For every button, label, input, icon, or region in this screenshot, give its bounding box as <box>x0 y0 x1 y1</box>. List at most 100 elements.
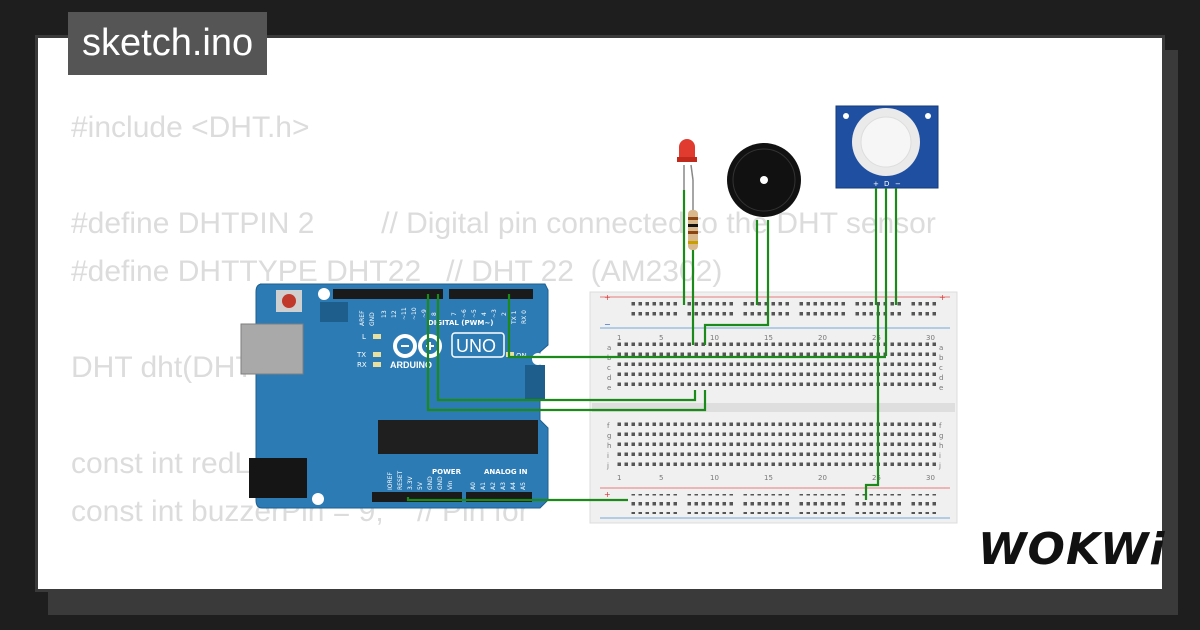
pin-label-gnd: GND <box>437 476 444 490</box>
svg-text:1: 1 <box>617 334 621 342</box>
code-line: #define DHTTYPE DHT22 // DHT 22 (AM2302) <box>71 255 723 288</box>
svg-text:i: i <box>607 452 609 460</box>
pin-label-aref: AREF <box>359 310 366 326</box>
svg-text:25: 25 <box>872 474 881 482</box>
pin-label-10: ~10 <box>411 307 418 320</box>
pin-label-8: 8 <box>431 312 438 316</box>
rail-plus-label: + <box>939 293 946 302</box>
wokwi-logo: WOKWi <box>978 524 1166 575</box>
svg-text:25: 25 <box>872 334 881 342</box>
pin-label-a3: A3 <box>500 482 507 490</box>
svg-text:d: d <box>607 374 611 382</box>
buzzer[interactable] <box>727 143 801 217</box>
svg-text:e: e <box>939 384 943 392</box>
rail-plus-label: + <box>604 490 611 499</box>
svg-text:c: c <box>939 364 943 372</box>
pin-label-vin: Vin <box>447 480 454 490</box>
pin-label-7: 7 <box>451 312 458 316</box>
svg-text:30: 30 <box>926 474 935 482</box>
arduino-uno-board[interactable]: AREF GND 13 12 ~11 ~10 ~9 8 7 ~6 ~5 4 ~3… <box>240 283 549 509</box>
pin-label-3v3: 3.3V <box>407 475 414 490</box>
board-model-label: UNO <box>456 336 496 356</box>
usb-port <box>240 323 304 375</box>
svg-text:h: h <box>607 442 611 450</box>
code-preview: #include <DHT.h> #define DHTPIN 2 // Dig… <box>71 104 936 589</box>
pin-label-6: ~6 <box>461 309 468 318</box>
resistor[interactable] <box>688 180 698 250</box>
code-line: #define DHTPIN 2 // Digital pin connecte… <box>71 207 936 240</box>
svg-text:f: f <box>939 422 942 430</box>
pin-label-a2: A2 <box>490 482 497 490</box>
pin-label-2: 2 <box>501 312 508 316</box>
column-labels-bottom: 1 5 10 15 20 25 30 <box>617 474 935 482</box>
digital-header-low <box>449 289 533 299</box>
svg-text:a: a <box>939 344 943 352</box>
column-labels-top: 1 5 10 15 20 25 30 <box>617 334 935 342</box>
pin-label-13: 13 <box>381 310 388 318</box>
code-line: #include <DHT.h> <box>71 111 310 144</box>
pin-label-4: 4 <box>481 312 488 316</box>
pin-label-a0: A0 <box>470 482 477 490</box>
led-label-l: L <box>362 333 366 341</box>
wires <box>406 188 898 502</box>
svg-text:5: 5 <box>659 334 663 342</box>
pin-label-3: ~3 <box>491 309 498 318</box>
svg-text:b: b <box>939 354 944 362</box>
svg-text:10: 10 <box>710 474 719 482</box>
board-brand-label: ARDUINO <box>390 360 432 370</box>
svg-text:10: 10 <box>710 334 719 342</box>
svg-text:g: g <box>607 432 611 440</box>
rail-minus-label: − <box>604 320 611 329</box>
led-label-tx: TX <box>356 351 366 359</box>
red-led[interactable] <box>677 139 697 190</box>
sketch-title[interactable]: sketch.ino <box>68 12 268 75</box>
rail-plus-label: + <box>604 293 611 302</box>
pin-label-5v: 5V <box>417 481 424 490</box>
digital-pwm-label: DIGITAL (PWM~) <box>428 319 493 327</box>
svg-text:5: 5 <box>659 474 663 482</box>
digital-header-high <box>333 289 443 299</box>
pin-label-reset: RESET <box>397 470 404 490</box>
svg-text:30: 30 <box>926 334 935 342</box>
pir-motion-sensor[interactable]: + D − <box>835 105 939 189</box>
svg-text:c: c <box>607 364 611 372</box>
svg-text:j: j <box>938 462 941 470</box>
pin-label-a5: A5 <box>520 482 527 490</box>
svg-text:i: i <box>939 452 941 460</box>
pin-label-a1: A1 <box>480 482 487 490</box>
svg-text:g: g <box>939 432 943 440</box>
power-header <box>372 492 462 502</box>
svg-text:20: 20 <box>818 334 827 342</box>
svg-text:a: a <box>607 344 611 352</box>
pin-label-rx: RX 0 <box>521 310 528 324</box>
svg-text:j: j <box>606 462 609 470</box>
row-labels: a b c d e a b c d e f g h i j f g h i j <box>606 344 944 470</box>
pir-pin-vcc: + <box>873 180 879 188</box>
svg-text:d: d <box>939 374 943 382</box>
arduino-logo-icon <box>393 334 442 358</box>
svg-text:15: 15 <box>764 474 773 482</box>
svg-text:h: h <box>939 442 943 450</box>
pin-label-gnd: GND <box>369 312 376 326</box>
power-jack <box>249 458 307 498</box>
pin-label-a4: A4 <box>510 482 517 490</box>
pin-label-gnd: GND <box>427 476 434 490</box>
analog-header <box>466 492 532 502</box>
svg-text:15: 15 <box>764 334 773 342</box>
reset-button[interactable] <box>282 294 296 308</box>
pin-label-9: ~9 <box>421 309 428 318</box>
pin-label-ioref: IOREF <box>387 472 394 490</box>
svg-text:e: e <box>607 384 611 392</box>
pir-pin-data: D <box>884 180 889 188</box>
power-label: POWER <box>432 468 462 476</box>
pir-pin-gnd: − <box>895 180 901 188</box>
breadboard[interactable]: + + − + 1 5 10 15 20 25 30 1 5 10 15 20 … <box>589 291 958 524</box>
led-label-rx: RX <box>357 361 367 369</box>
atmega-chip <box>378 420 538 454</box>
pin-label-5: ~5 <box>471 309 478 318</box>
svg-text:20: 20 <box>818 474 827 482</box>
analog-in-label: ANALOG IN <box>484 468 528 476</box>
svg-text:f: f <box>607 422 610 430</box>
pin-label-tx: TX 1 <box>511 310 518 325</box>
